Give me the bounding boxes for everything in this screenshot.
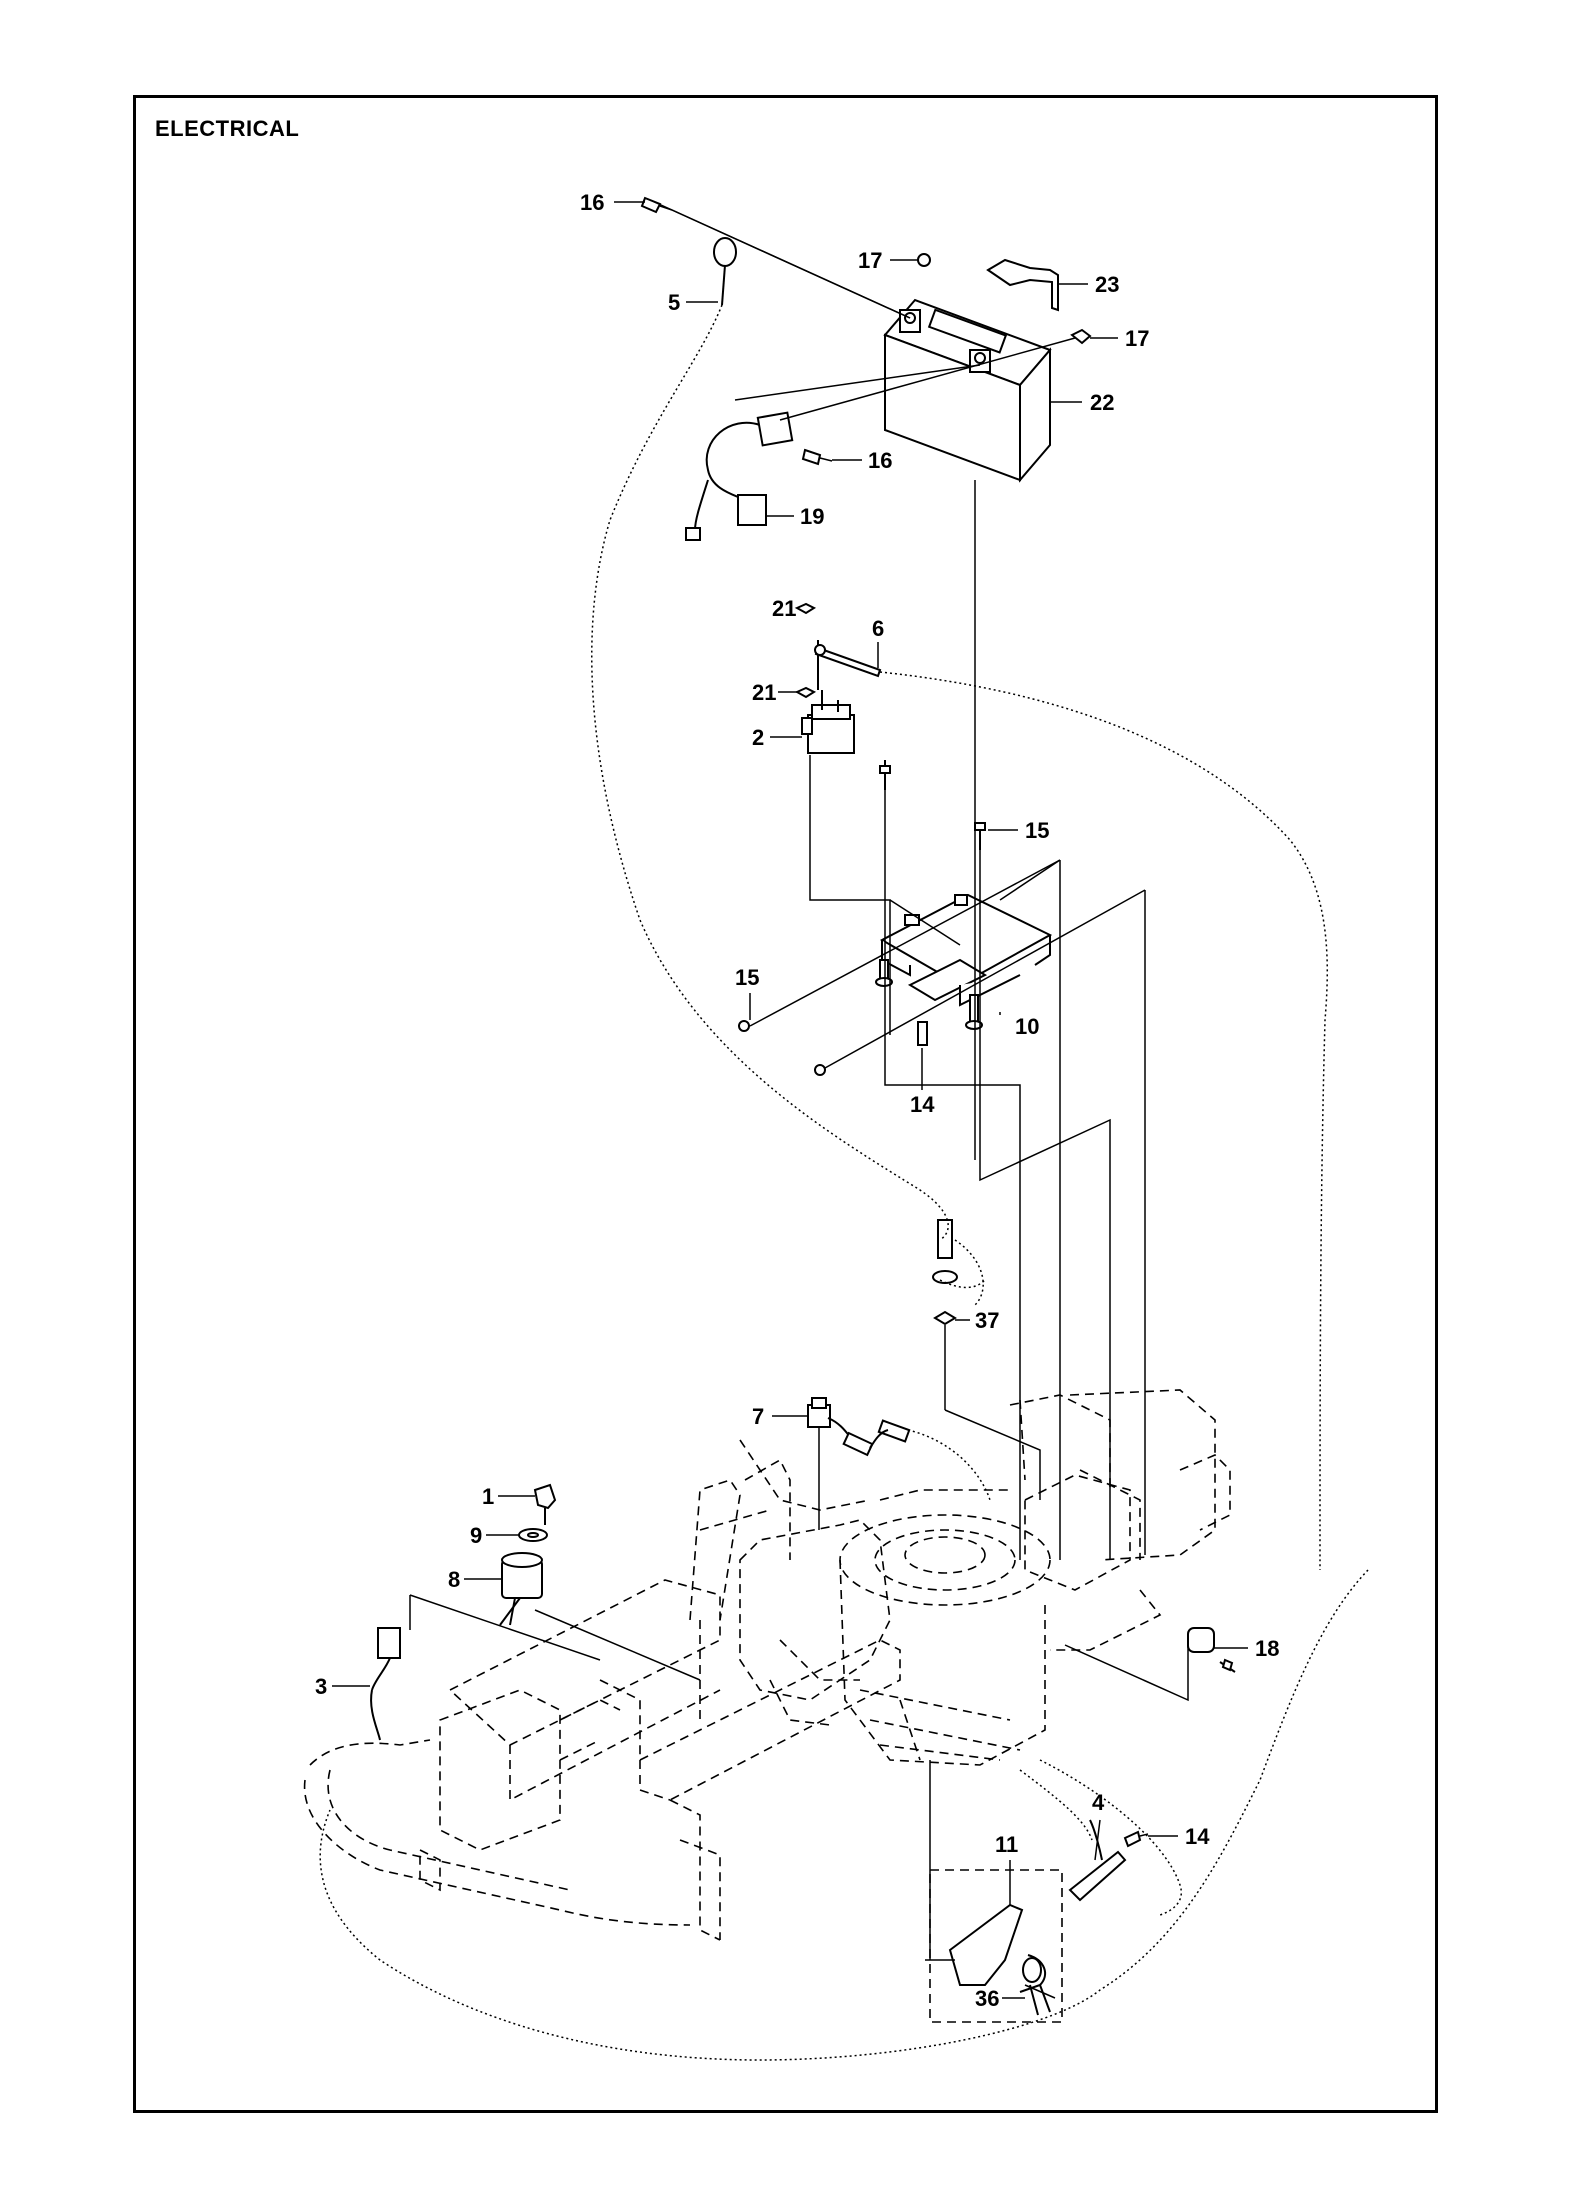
battery-tray: [875, 893, 1053, 1030]
callout-18: 18: [1255, 1636, 1279, 1661]
callout-10: 10: [1015, 1014, 1039, 1039]
kit-11: [929, 1819, 1149, 2023]
callout-14-tray: 14: [910, 1092, 935, 1117]
battery-hold-down: [986, 258, 1059, 312]
callout-16-mid: 16: [868, 448, 892, 473]
callout-17-top: 17: [858, 248, 882, 273]
callout-36: 36: [975, 1986, 999, 2011]
callout-2: 2: [752, 725, 764, 750]
hardware: [640, 196, 1092, 1326]
callout-15-right: 15: [1025, 818, 1049, 843]
cable-19: [685, 411, 794, 541]
callout-14-kit: 14: [1185, 1824, 1210, 1849]
cable-strap-6: [814, 644, 882, 678]
cable-5: [713, 237, 737, 306]
callout-9: 9: [470, 1523, 482, 1548]
diagram-frame: [133, 95, 1438, 2113]
callout-6: 6: [872, 616, 884, 641]
callout-8: 8: [448, 1567, 460, 1592]
callout-16-top: 16: [580, 190, 604, 215]
callout-11: 11: [995, 1832, 1018, 1857]
switch-7: [807, 1397, 911, 1457]
callout-23: 23: [1095, 272, 1119, 297]
callout-37: 37: [975, 1308, 999, 1333]
callout-7: 7: [752, 1404, 764, 1429]
callout-21-mid: 21: [752, 680, 776, 705]
starter-solenoid: [801, 640, 855, 754]
tractor-frame: [303, 1389, 1231, 1941]
callout-1: 1: [482, 1484, 494, 1509]
callout-17-right: 17: [1125, 326, 1149, 351]
ignition-switch: [499, 1483, 557, 1626]
callout-3: 3: [315, 1674, 327, 1699]
callout-4: 4: [1092, 1790, 1105, 1815]
callout-21-top: 21: [772, 596, 796, 621]
harness-3: [370, 1627, 401, 1741]
callouts: 16 17 23 5 17 22 16 19 21 6 21 2 15 15 1…: [315, 190, 1279, 2011]
callout-19: 19: [800, 504, 824, 529]
leader-lines: [409, 199, 1189, 1999]
callout-22: 22: [1090, 390, 1114, 415]
callout-5: 5: [668, 290, 680, 315]
page-title: ELECTRICAL: [155, 116, 300, 141]
connector-18: [1187, 1627, 1236, 1673]
cable-routes: [319, 304, 1369, 2061]
callout-15-left: 15: [735, 965, 759, 990]
battery: [883, 298, 1052, 483]
